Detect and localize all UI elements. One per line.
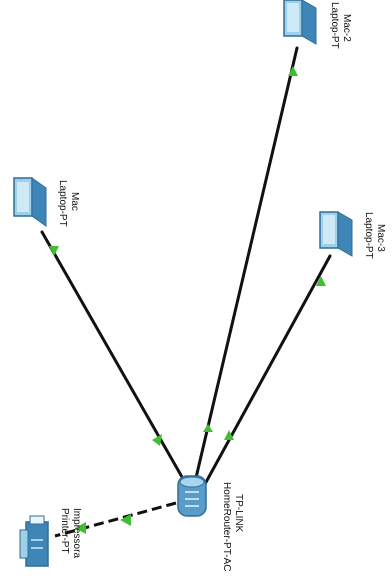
port-indicator-icon[interactable] <box>224 430 234 440</box>
device-printer[interactable]: Printer-PT Impressora <box>19 508 82 567</box>
port-indicator-icon[interactable] <box>288 66 298 76</box>
laptop-icon <box>283 0 317 45</box>
laptop-mac-3-label-line2: Mac-3 <box>375 224 386 252</box>
device-laptop-mac-2[interactable]: Laptop-PT Mac-2 <box>283 0 352 49</box>
link-router-laptop-mac-2[interactable] <box>193 46 299 484</box>
port-indicators <box>49 66 326 534</box>
laptop-mac-2-label-line2: Mac-2 <box>341 14 352 42</box>
links <box>40 46 332 538</box>
laptop-mac-3-label-line1: Laptop-PT <box>363 212 374 259</box>
laptop-mac-label-line1: Laptop-PT <box>57 180 68 227</box>
port-indicator-icon[interactable] <box>316 276 326 286</box>
laptop-icon <box>319 211 353 257</box>
link-router-laptop-mac-3[interactable] <box>203 254 332 486</box>
port-indicator-icon[interactable] <box>120 514 131 526</box>
printer-label-line1: Printer-PT <box>59 508 70 554</box>
device-router[interactable]: HomeRouter-PT-AC TP-LINK <box>177 475 244 571</box>
router-label-line1: HomeRouter-PT-AC <box>221 482 232 571</box>
home-router-icon <box>177 475 207 517</box>
laptop-mac-2-label-line1: Laptop-PT <box>329 2 340 49</box>
port-indicator-icon[interactable] <box>49 246 59 256</box>
laptop-icon <box>13 177 47 227</box>
link-router-laptop-mac[interactable] <box>40 230 188 486</box>
device-laptop-mac[interactable]: Laptop-PT Mac <box>13 177 80 227</box>
router-label-line2: TP-LINK <box>233 494 244 533</box>
port-indicator-icon[interactable] <box>152 434 162 446</box>
printer-label-line2: Impressora <box>71 508 82 558</box>
laptop-mac-label-line2: Mac <box>69 192 80 211</box>
port-indicator-icon[interactable] <box>203 424 213 432</box>
printer-icon <box>19 515 49 567</box>
device-laptop-mac-3[interactable]: Laptop-PT Mac-3 <box>319 211 386 259</box>
port-indicator-icon[interactable] <box>75 522 86 534</box>
link-router-printer[interactable] <box>54 501 177 538</box>
